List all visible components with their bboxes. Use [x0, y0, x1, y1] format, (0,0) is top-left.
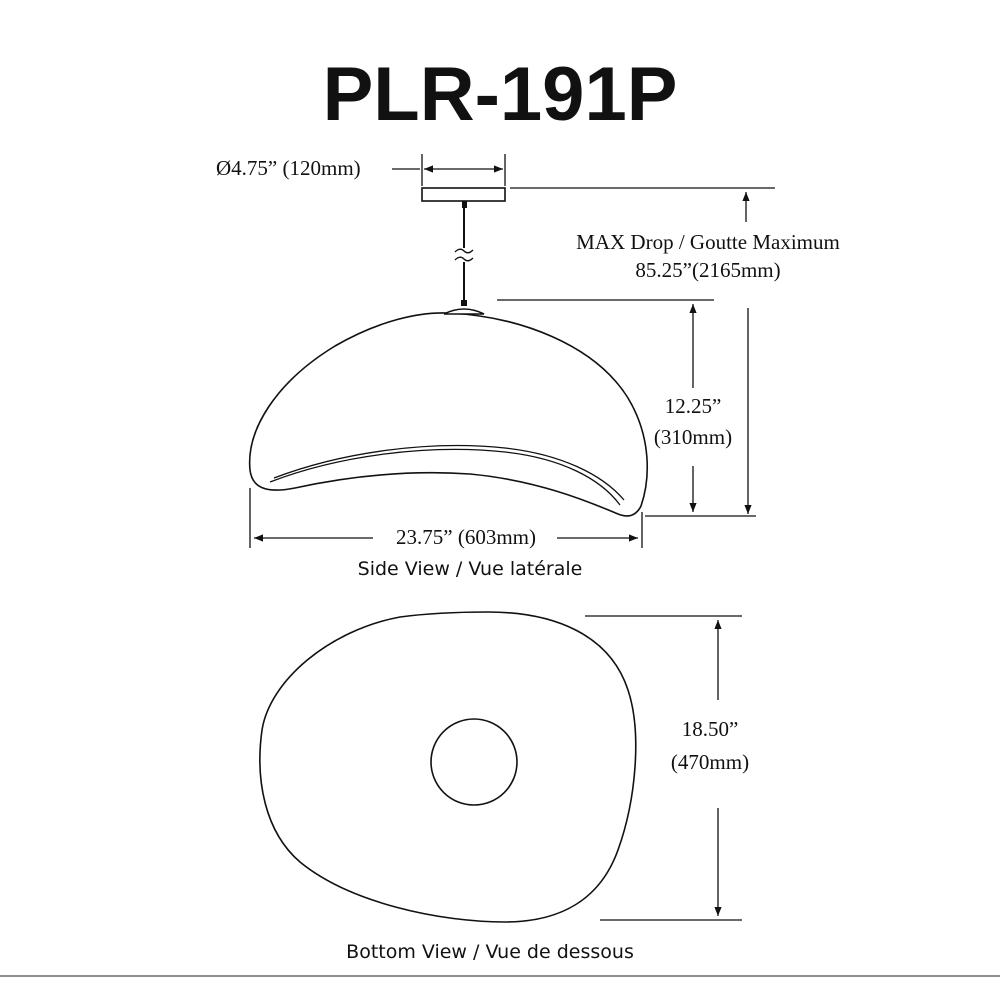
shade-height-mm: (310mm)	[654, 425, 732, 449]
canopy-diameter-dimension: Ø4.75” (120mm)	[216, 154, 506, 186]
suspension-stem	[454, 207, 474, 306]
shade-width-dimension: 23.75” (603mm)	[249, 488, 643, 549]
max-drop-value: 85.25”(2165mm)	[635, 258, 780, 282]
shade-bottom-view	[259, 611, 637, 923]
bottom-view-caption: Bottom View / Vue de dessous	[346, 941, 634, 963]
shade-height-dimension: 12.25” (310mm)	[497, 299, 732, 512]
shade-depth-mm: (470mm)	[671, 750, 749, 774]
canopy	[421, 187, 506, 208]
max-drop-dimension: MAX Drop / Goutte Maximum 85.25”(2165mm)	[510, 187, 840, 517]
shade-height-in: 12.25”	[665, 394, 722, 418]
max-drop-label: MAX Drop / Goutte Maximum	[576, 230, 840, 254]
shade-width-label: 23.75” (603mm)	[396, 525, 536, 549]
shade-depth-in: 18.50”	[682, 717, 739, 741]
bottom-opening	[430, 718, 518, 806]
product-title: PLR-191P	[322, 52, 678, 137]
canopy-diameter-label: Ø4.75” (120mm)	[216, 156, 361, 180]
side-view-caption: Side View / Vue latérale	[358, 558, 583, 580]
shade-side-view	[248, 308, 648, 517]
shade-depth-dimension: 18.50” (470mm)	[585, 615, 749, 921]
